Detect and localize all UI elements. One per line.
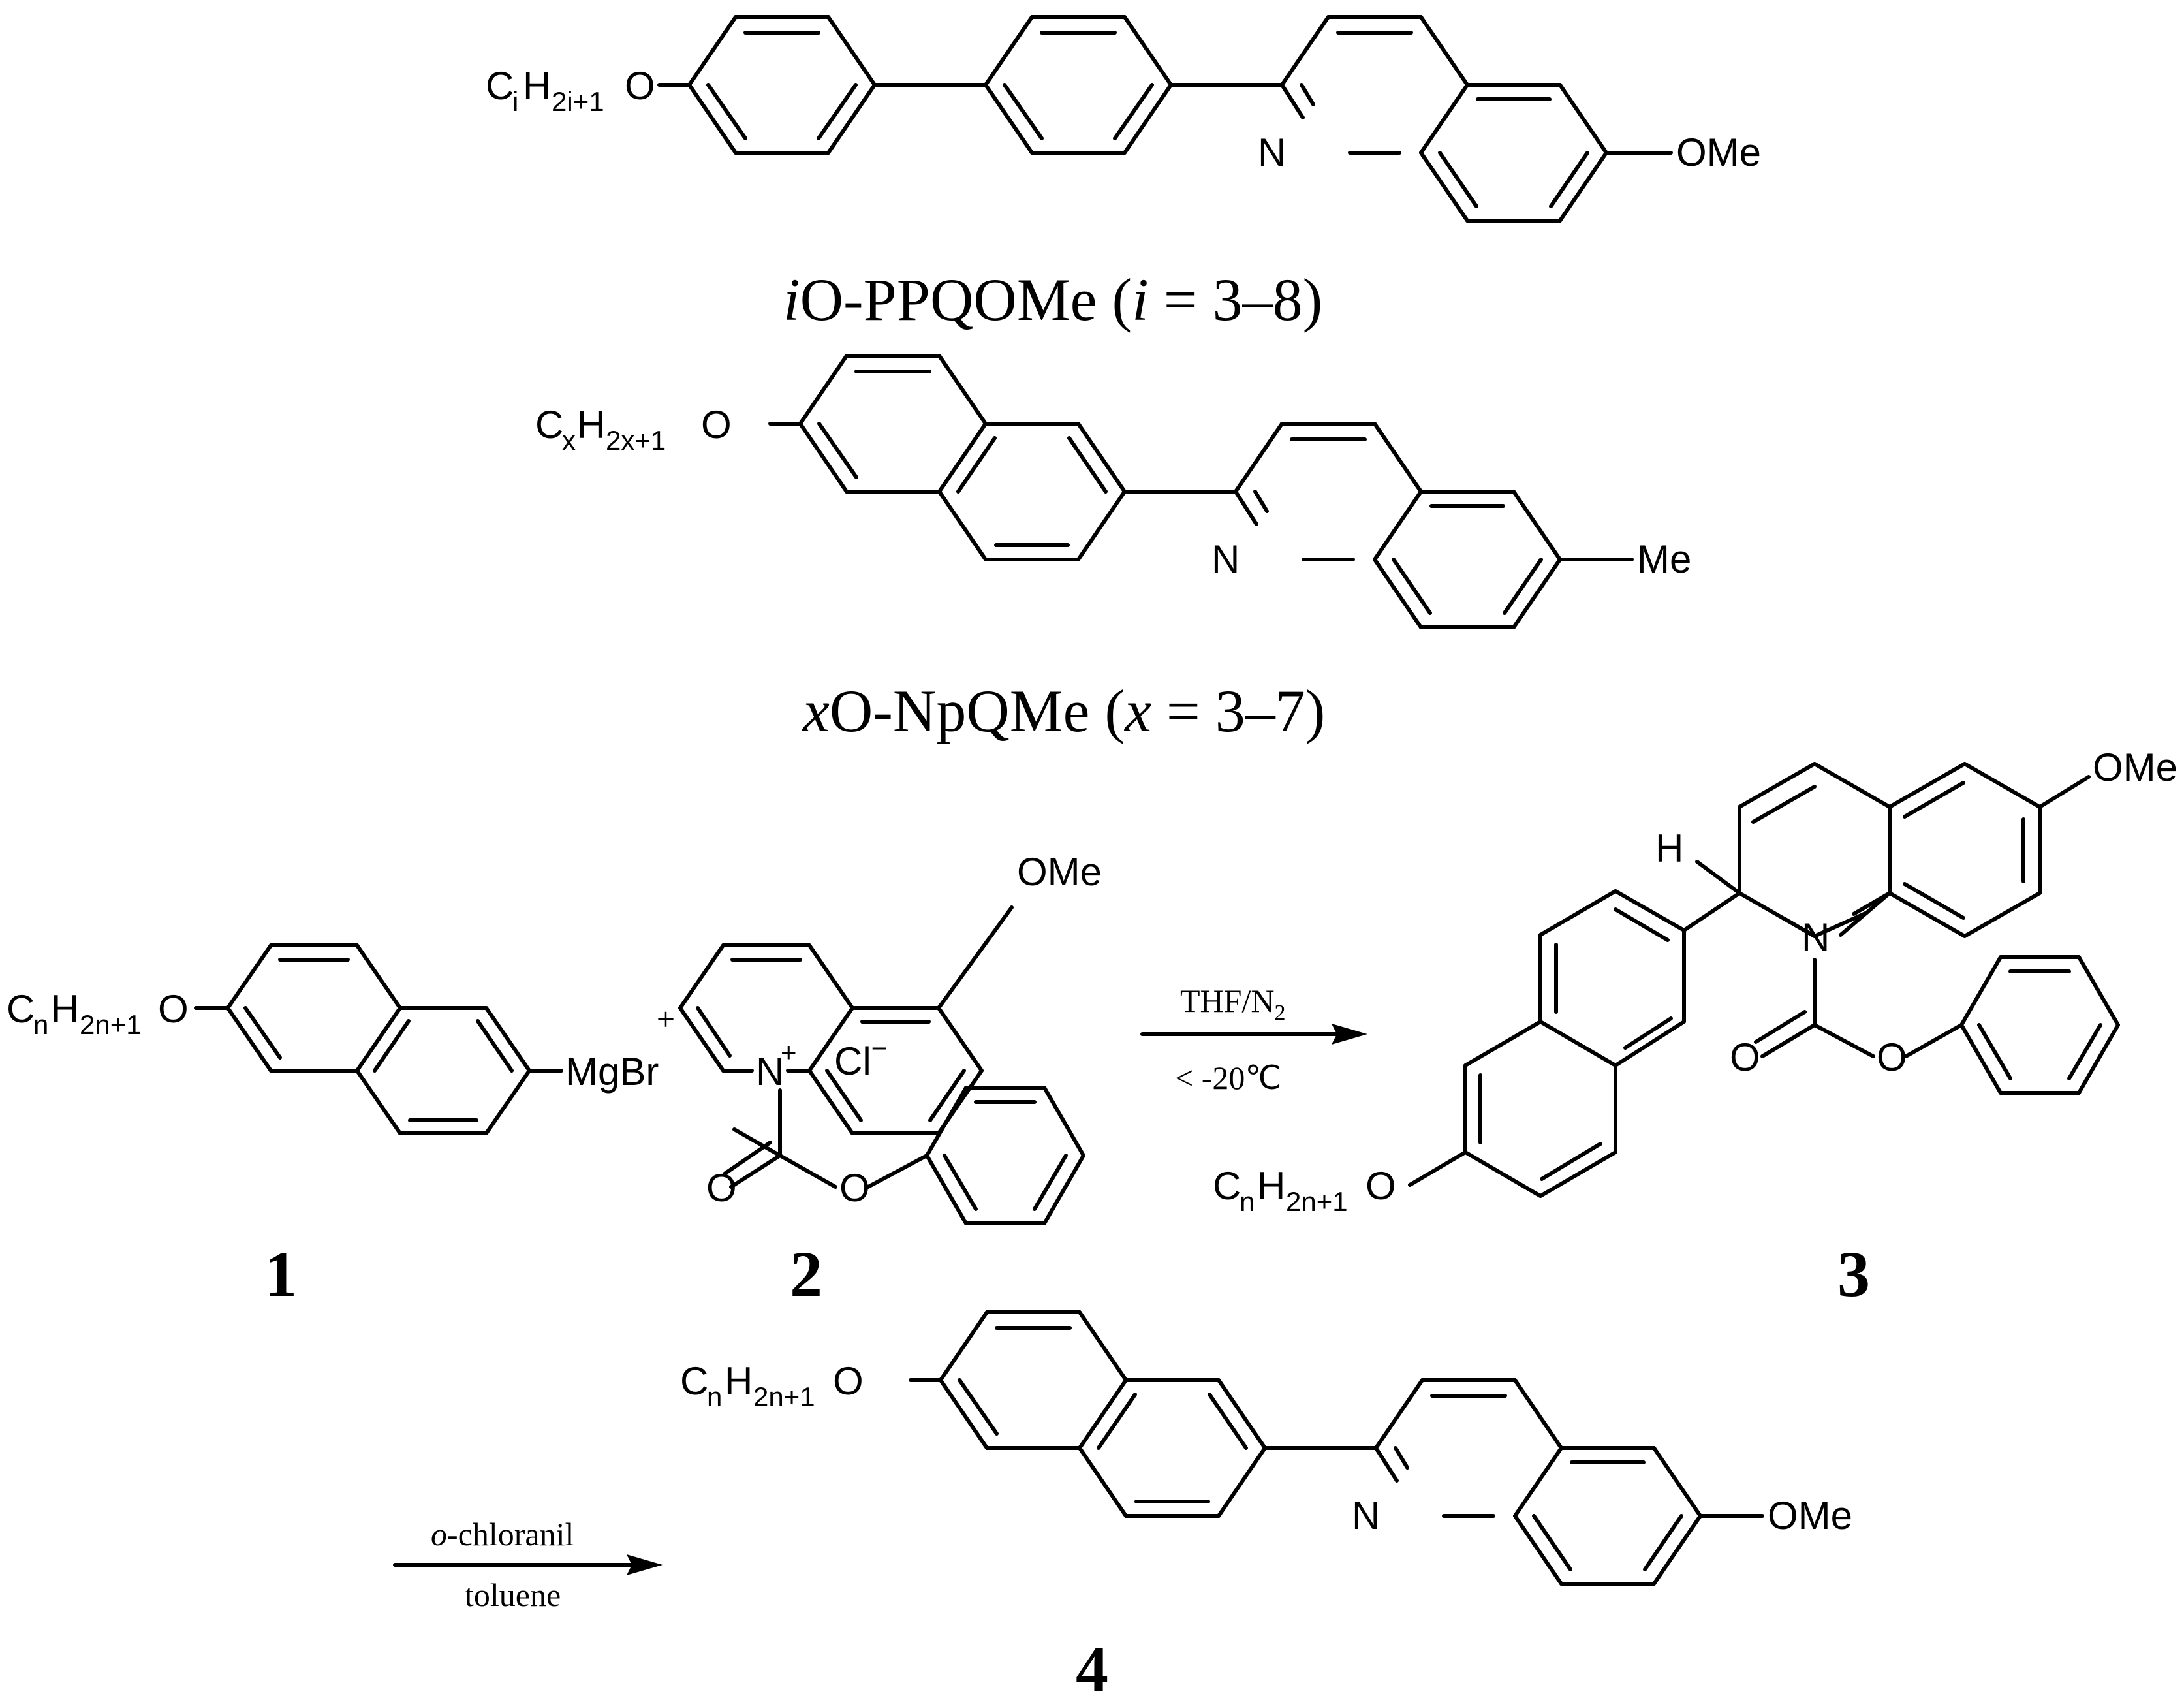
caption-npqme: xO-NpQMe (x = 3–7)	[802, 678, 1325, 744]
svg-text:n: n	[1240, 1186, 1255, 1217]
reaction-conditions-below: < -20℃	[1175, 1060, 1282, 1096]
compound-number-4: 4	[1076, 1633, 1108, 1700]
svg-text:O: O	[1365, 1164, 1396, 1208]
svg-text:C: C	[7, 987, 35, 1031]
compound-number-2: 2	[790, 1238, 822, 1310]
svg-text:H: H	[51, 987, 79, 1031]
alkoxy-chain: C n H 2n+1 O	[1213, 1164, 1396, 1217]
methoxy-group: OMe	[1017, 850, 1102, 894]
chloride-ion: Cl−	[834, 1033, 887, 1083]
methoxy-group: OMe	[1676, 131, 1761, 174]
pyridinium-nitrogen: N	[756, 1050, 784, 1094]
svg-text:C: C	[535, 403, 563, 447]
alkoxy-chain: C x H 2x+1 O	[535, 403, 732, 456]
ring-nitrogen: N	[1211, 537, 1240, 581]
ring-nitrogen: N	[1352, 1494, 1380, 1537]
svg-text:C: C	[486, 64, 514, 108]
svg-text:H: H	[725, 1359, 753, 1403]
alkoxy-chain: C n H 2n+1 O	[7, 987, 189, 1040]
methoxy-group: OMe	[1768, 1494, 1852, 1537]
svg-text:H: H	[523, 64, 551, 108]
structure-compound-2: OMe N + Cl− O O	[678, 850, 1102, 1225]
svg-text:2n+1: 2n+1	[1286, 1186, 1348, 1217]
structure-npqme: N Me C x H 2x+1 O	[535, 354, 1691, 629]
svg-text:H: H	[577, 403, 605, 447]
alkoxy-chain: C i H 2i+1 O	[486, 64, 655, 117]
carbonyl-oxygen: O	[706, 1166, 737, 1210]
svg-text:x: x	[562, 425, 576, 456]
compound-number-3: 3	[1837, 1238, 1870, 1310]
reaction-arrow-2: o-chloranil toluene	[393, 1516, 663, 1613]
svg-text:n: n	[33, 1009, 48, 1040]
caption-ppqome: iO-PPQOMe (i = 3–8)	[783, 266, 1322, 333]
ring-nitrogen: N	[1258, 131, 1286, 174]
svg-text:2n+1: 2n+1	[80, 1009, 142, 1040]
reaction-arrow-1: THF/N2 < -20℃	[1140, 983, 1367, 1096]
svg-text:C: C	[1213, 1164, 1241, 1208]
hydrogen-atom: H	[1655, 826, 1683, 870]
structure-compound-4: N OMe C n H 2n+1 O	[680, 1310, 1852, 1586]
ester-oxygen: O	[1877, 1035, 1907, 1079]
svg-text:2i+1: 2i+1	[552, 86, 604, 117]
reaction-conditions-above: THF/N2	[1180, 983, 1285, 1025]
carbonyl-oxygen: O	[1730, 1035, 1760, 1079]
svg-text:2n+1: 2n+1	[753, 1381, 815, 1412]
alkoxy-chain: C n H 2n+1 O	[680, 1359, 864, 1412]
methyl-group: Me	[1637, 537, 1691, 581]
reaction-conditions-below: toluene	[465, 1577, 561, 1613]
ring-nitrogen: N	[1802, 915, 1830, 959]
svg-text:O: O	[833, 1359, 864, 1403]
structure-compound-1: MgBr C n H 2n+1 O	[7, 943, 659, 1135]
svg-text:i: i	[512, 86, 518, 117]
svg-text:H: H	[1257, 1164, 1285, 1208]
compound-number-1: 1	[264, 1238, 297, 1310]
methoxy-group: OMe	[2093, 746, 2177, 789]
svg-text:O: O	[701, 403, 732, 447]
svg-text:2x+1: 2x+1	[606, 425, 666, 456]
svg-text:n: n	[707, 1381, 722, 1412]
svg-text:O: O	[625, 64, 655, 108]
svg-text:C: C	[680, 1359, 708, 1403]
svg-text:O: O	[158, 987, 189, 1031]
structure-compound-3: H N OMe O O C n H 2n+1 O	[1213, 746, 2177, 1217]
reaction-conditions-above: o-chloranil	[431, 1516, 574, 1552]
structure-ppqome: N OMe C i H 2i+1 O	[486, 15, 1761, 223]
positive-charge: +	[781, 1037, 797, 1067]
plus-sign: +	[657, 1001, 675, 1037]
ester-oxygen: O	[839, 1166, 870, 1210]
magnesium-bromide: MgBr	[565, 1050, 659, 1094]
